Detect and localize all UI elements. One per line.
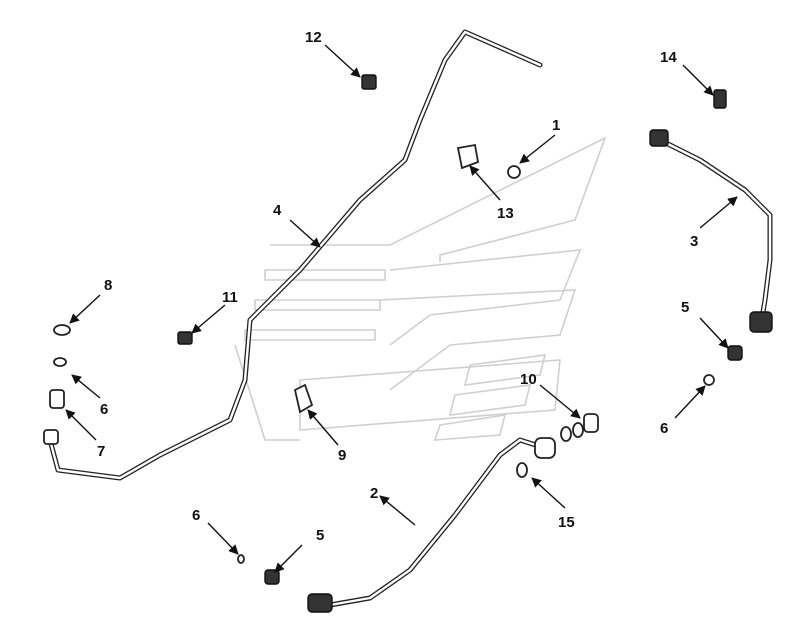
part-9-clamp xyxy=(293,383,314,414)
callout-5-right: 5 xyxy=(681,299,689,316)
callout-12: 12 xyxy=(305,29,322,46)
callout-5-bottom: 5 xyxy=(316,527,324,544)
callout-4: 4 xyxy=(273,202,282,219)
callout-7: 7 xyxy=(97,443,105,460)
watermark-logo xyxy=(234,136,607,441)
part-5-fitting-right xyxy=(727,345,743,361)
part-13-bracket xyxy=(456,143,480,170)
part-14-clip xyxy=(713,89,727,109)
callout-3: 3 xyxy=(690,233,698,250)
pipe-3-lower-fitting xyxy=(749,311,773,333)
leader-lines xyxy=(65,44,738,573)
callout-11: 11 xyxy=(222,289,238,306)
pipe-3-upper-fitting xyxy=(649,129,669,147)
part-15-ring xyxy=(516,462,528,478)
callout-10: 10 xyxy=(520,371,537,388)
part-6-ring-bottom xyxy=(237,554,245,564)
callout-1: 1 xyxy=(552,117,560,134)
part-8-ring xyxy=(53,324,71,336)
callout-14: 14 xyxy=(660,49,677,66)
pipe-4-fitting xyxy=(43,429,59,445)
part-6-ring-left xyxy=(53,357,67,367)
callout-13: 13 xyxy=(497,205,514,222)
callout-labels: 1 2 3 4 5 5 6 6 6 7 8 9 10 11 12 13 14 1… xyxy=(97,29,698,544)
pipe-2 xyxy=(307,437,556,613)
part-10-adapter xyxy=(560,413,599,442)
part-5-fitting-bottom xyxy=(264,569,280,585)
callout-6-left: 6 xyxy=(100,401,108,418)
callout-9: 9 xyxy=(338,447,346,464)
callout-2: 2 xyxy=(370,485,378,502)
callout-15: 15 xyxy=(558,514,575,531)
pipe-4 xyxy=(43,29,543,481)
part-6-ring-right xyxy=(703,374,715,386)
callout-6-bottom: 6 xyxy=(192,507,200,524)
pipe-2-lower-fitting xyxy=(307,593,333,613)
part-7-adapter xyxy=(49,389,65,409)
part-12-fitting xyxy=(361,74,377,90)
callout-8: 8 xyxy=(104,277,112,294)
pipe-2-upper-fitting xyxy=(534,437,556,459)
part-11-fitting xyxy=(177,331,193,345)
callout-6-right: 6 xyxy=(660,420,668,437)
part-1-plug xyxy=(507,165,521,179)
pipe-3 xyxy=(649,129,773,333)
